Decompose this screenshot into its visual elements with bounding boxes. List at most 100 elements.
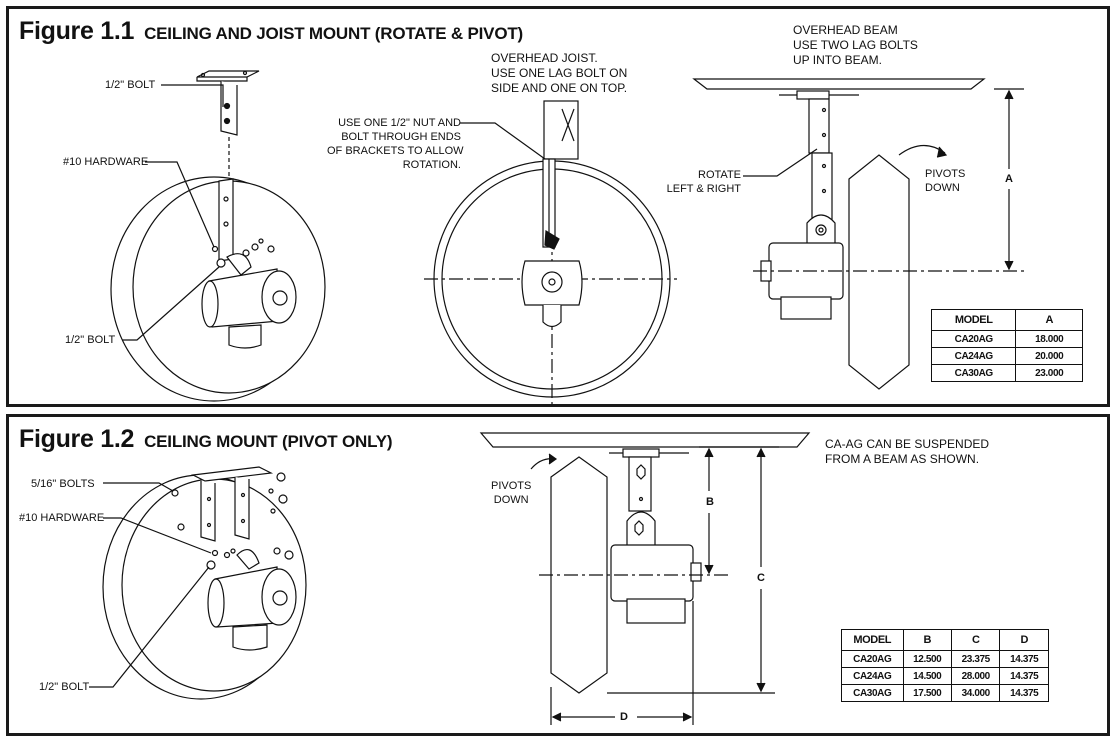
leader-rotate: [743, 148, 818, 177]
figure-1-1-spec-table: MODEL A CA20AG 18.000 CA24AG 20.000 CA30…: [930, 309, 1083, 382]
label-pivots-line2: DOWN: [925, 182, 960, 194]
label-bolts-516: 5/16" BOLTS: [31, 478, 95, 490]
mount-bracket: [628, 456, 652, 512]
figure-1-2-number: Figure 1.2: [19, 425, 135, 453]
label-pivots-line1: PIVOTS: [925, 168, 966, 180]
side-view-reel: [692, 78, 1024, 390]
label-rotate-line1: ROTATE: [698, 169, 741, 181]
table-cell: 23.000: [1015, 364, 1083, 382]
table-row: CA30AG 23.000: [930, 364, 1083, 382]
label-hardware-2: #10 HARDWARE: [19, 512, 105, 524]
table-header-model: MODEL: [930, 309, 1017, 331]
side-motor-2: [610, 544, 694, 602]
label-suspend-note: CA-AG CAN BE SUSPENDED FROM A BEAM AS SH…: [825, 437, 989, 467]
leader-half-bolt-2: [89, 566, 210, 688]
overhead-joist-block: [543, 100, 579, 160]
figure-1-2-title: CEILING MOUNT (PIVOT ONLY): [144, 432, 393, 451]
side-reel-disc-2: [550, 456, 608, 694]
dimension-b-label: B: [706, 496, 714, 508]
table-row: CA20AG 12.500 23.375 14.375: [841, 650, 1049, 668]
figure-1-2-drawing: [89, 432, 811, 725]
leader-nut-bolt: [460, 122, 546, 160]
label-note-line1: CA-AG CAN BE SUSPENDED: [825, 437, 990, 451]
iso-reel-exploded-2: [102, 466, 307, 700]
figure-1-1-title: CEILING AND JOIST MOUNT (ROTATE & PIVOT): [144, 24, 523, 43]
table-cell: CA20AG: [841, 650, 904, 668]
label-pivots-line1: PIVOTS: [491, 480, 532, 492]
label-rotate: ROTATE LEFT & RIGHT: [661, 168, 741, 196]
label-half-bolt-bottom: 1/2" BOLT: [65, 334, 116, 346]
front-view-reel: [424, 100, 677, 404]
side-reel-disc: [848, 154, 910, 390]
figure-1-1-drawing: [110, 70, 1024, 404]
leader-hardware: [145, 161, 215, 248]
label-beam-line3: UP INTO BEAM.: [793, 53, 882, 67]
figure-1-2-heading: Figure 1.2 CEILING MOUNT (PIVOT ONLY): [19, 425, 393, 454]
label-joist-line3: SIDE AND ONE ON TOP.: [491, 81, 628, 95]
leader-hardware-2: [103, 517, 212, 554]
label-nut-bolt-line3: OF BRACKETS TO ALLOW: [327, 145, 464, 157]
table-cell: CA24AG: [841, 667, 904, 685]
table-row: CA20AG 18.000: [930, 330, 1083, 348]
table-cell: 12.500: [902, 650, 952, 668]
table-cell: 28.000: [950, 667, 1001, 685]
label-half-bolt-2: 1/2" BOLT: [39, 681, 90, 693]
table-cell: 20.000: [1015, 347, 1083, 365]
beam-bracket-lower: [811, 152, 833, 224]
label-pivots-down-2: PIVOTS DOWN: [491, 479, 531, 507]
table-header-a: A: [1015, 309, 1083, 331]
table-header-b: B: [902, 629, 952, 651]
table-header-model: MODEL: [841, 629, 904, 651]
table-cell: 17.500: [902, 684, 952, 702]
label-note-line2: FROM A BEAM AS SHOWN.: [825, 452, 980, 466]
figure-1-1-heading: Figure 1.1 CEILING AND JOIST MOUNT (ROTAT…: [19, 17, 523, 46]
table-header-c: C: [950, 629, 1001, 651]
label-beam-line1: OVERHEAD BEAM: [793, 23, 898, 37]
label-nut-bolt: USE ONE 1/2" NUT AND BOLT THROUGH ENDS O…: [327, 116, 464, 172]
figure-1-1-panel: Figure 1.1 CEILING AND JOIST MOUNT (ROTAT…: [6, 6, 1110, 407]
table-header-row: MODEL A: [930, 309, 1083, 331]
table-header-row: MODEL B C D: [841, 629, 1049, 651]
table-row: CA24AG 14.500 28.000 14.375: [841, 667, 1049, 685]
dimension-a-label: A: [1005, 173, 1013, 185]
label-pivots-down-1: PIVOTS DOWN: [925, 167, 965, 195]
overhead-beam-2: [479, 432, 811, 448]
reel-bracket: [218, 178, 234, 262]
figure-1-2-spec-table: MODEL B C D CA20AG 12.500 23.375 14.375 …: [841, 629, 1049, 702]
table-cell: CA20AG: [930, 330, 1017, 348]
label-hardware: #10 HARDWARE: [63, 156, 149, 168]
label-joist: OVERHEAD JOIST. USE ONE LAG BOLT ON SIDE…: [491, 51, 627, 96]
label-joist-line2: USE ONE LAG BOLT ON: [491, 66, 628, 80]
ceiling-mount-side-view: [479, 432, 811, 725]
label-nut-bolt-line2: BOLT THROUGH ENDS: [341, 131, 461, 143]
label-beam: OVERHEAD BEAM USE TWO LAG BOLTS UP INTO …: [793, 23, 918, 68]
table-row: CA30AG 17.500 34.000 14.375: [841, 684, 1049, 702]
top-mount-plate: [196, 70, 260, 78]
label-rotate-line2: LEFT & RIGHT: [666, 183, 741, 195]
table-cell: CA30AG: [930, 364, 1017, 382]
table-cell: 14.375: [999, 650, 1049, 668]
table-header-d: D: [999, 629, 1049, 651]
table-row: CA24AG 20.000: [930, 347, 1083, 365]
leader-bolts-516: [103, 482, 174, 492]
table-cell: CA24AG: [930, 347, 1017, 365]
figure-1-2-panel: Figure 1.2 CEILING MOUNT (PIVOT ONLY): [6, 414, 1110, 736]
label-beam-line2: USE TWO LAG BOLTS: [793, 38, 918, 52]
leader-half-bolt-top: [161, 84, 224, 107]
label-half-bolt-top: 1/2" BOLT: [105, 79, 156, 91]
overhead-beam: [692, 78, 986, 90]
leader-half-bolt-bottom: [122, 266, 220, 341]
label-nut-bolt-line1: USE ONE 1/2" NUT AND: [338, 117, 461, 129]
dimension-d-label: D: [620, 711, 628, 723]
figure-1-1-number: Figure 1.1: [19, 17, 135, 45]
label-pivots-line2: DOWN: [493, 494, 529, 506]
label-nut-bolt-line4: ROTATION.: [402, 159, 461, 171]
table-cell: CA30AG: [841, 684, 904, 702]
table-cell: 14.500: [902, 667, 952, 685]
top-mount-plate: [190, 466, 274, 482]
table-cell: 14.375: [999, 684, 1049, 702]
label-joist-line1: OVERHEAD JOIST.: [491, 51, 598, 65]
table-cell: 34.000: [950, 684, 1001, 702]
table-cell: 23.375: [950, 650, 1001, 668]
beam-bracket-upper: [808, 98, 830, 154]
